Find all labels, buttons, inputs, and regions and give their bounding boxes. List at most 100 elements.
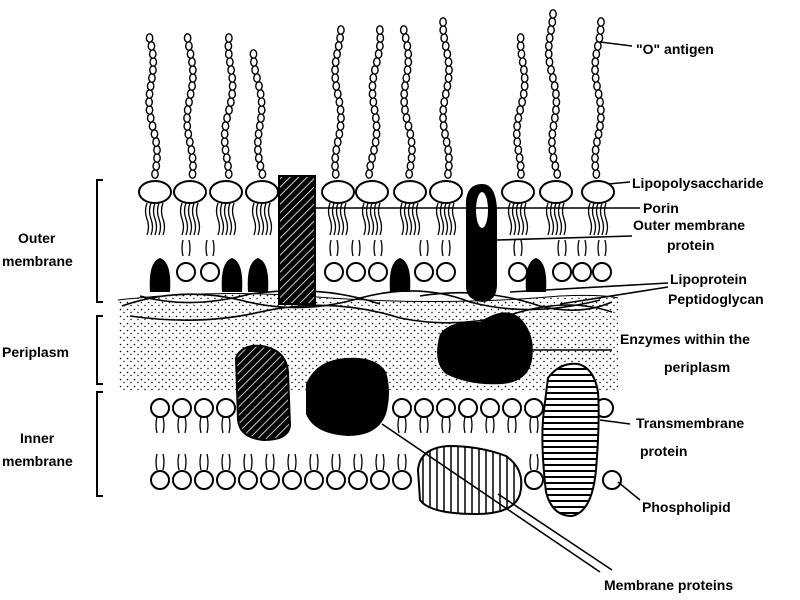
o-antigen-link: [517, 169, 525, 179]
lipopolysaccharide-head: [138, 180, 172, 204]
lipid-tail: [155, 416, 165, 434]
region-outer-membrane-2: membrane: [2, 253, 73, 269]
lipopolysaccharide-head: [321, 180, 355, 204]
inner-membrane-bracket: [96, 391, 103, 497]
lipid-tail: [227, 202, 233, 236]
o-antigen-link: [520, 81, 529, 91]
lipid-tail: [251, 202, 257, 236]
o-antigen-link: [148, 73, 156, 83]
o-antigen-link: [331, 65, 339, 75]
o-antigen-link: [333, 137, 342, 147]
lipid-tail: [215, 202, 221, 236]
o-antigen-link: [146, 113, 155, 123]
o-antigen-link: [189, 161, 197, 171]
o-antigen-link: [145, 33, 154, 43]
o-antigen-link: [335, 97, 344, 107]
o-antigen-link: [251, 65, 260, 75]
o-antigen-link: [366, 161, 375, 171]
o-antigen-link: [441, 89, 450, 99]
o-antigen-link: [552, 97, 561, 107]
o-antigen-link: [370, 145, 378, 155]
leader-lines: [316, 41, 669, 573]
o-antigen-link: [257, 97, 266, 107]
lipid-tail: [183, 202, 189, 236]
o-antigen-link: [545, 57, 554, 67]
phospholipid-head: [508, 262, 528, 282]
o-antigen-link: [228, 73, 237, 83]
o-antigen-link: [183, 113, 191, 123]
lipid-tail: [373, 239, 383, 257]
o-antigen-link: [256, 161, 265, 171]
o-antigen-link: [371, 113, 380, 123]
o-antigen-link: [221, 121, 230, 131]
o-antigen-link: [225, 105, 233, 115]
phospholipid-head: [200, 262, 220, 282]
o-antigen-link: [445, 153, 453, 163]
lipid-tail: [259, 202, 265, 236]
o-antigen-link: [225, 57, 234, 67]
o-antigen-link: [594, 89, 603, 99]
phospholipid-head: [368, 262, 388, 282]
lipid-tail: [557, 239, 567, 257]
label-outer-membrane-protein-2: protein: [667, 237, 714, 253]
phospholipid-head: [414, 262, 434, 282]
phospholipid-head: [480, 398, 500, 418]
lipid-tail: [243, 453, 253, 471]
phospholipid-head: [194, 470, 214, 490]
o-antigen-link: [406, 161, 415, 171]
o-antigen-link: [591, 65, 599, 75]
phospholipid-head: [176, 262, 196, 282]
o-antigen-link: [595, 33, 604, 43]
o-antigen-link: [444, 161, 453, 171]
lipid-tail: [597, 239, 607, 257]
o-antigen-link: [592, 169, 601, 179]
lipid-tail: [351, 239, 361, 257]
label-enzymes-1: Enzymes within the: [620, 331, 750, 347]
periplasm-enzyme-right: [437, 312, 533, 385]
o-antigen-link: [188, 81, 196, 91]
o-antigen-link: [331, 169, 340, 179]
o-antigen-link: [188, 65, 197, 75]
o-antigen-link: [444, 145, 452, 155]
outer-membrane-protein: [466, 184, 497, 302]
o-antigen-link: [145, 105, 154, 115]
o-antigen-link: [550, 113, 559, 123]
o-antigen-link: [402, 73, 411, 83]
o-antigen-link: [443, 81, 452, 91]
o-antigen-link: [439, 17, 447, 27]
lipid-tail: [205, 239, 215, 257]
lipid-tail: [577, 239, 587, 257]
o-antigen-link: [406, 129, 415, 139]
o-antigen-link: [153, 145, 161, 155]
inner-membrane-bilayer: [150, 398, 622, 490]
lipoprotein: [149, 258, 171, 292]
o-antigen-link: [187, 145, 196, 155]
region-periplasm: Periplasm: [2, 344, 69, 360]
o-antigen-link: [516, 33, 525, 43]
o-antigen-chains: [145, 9, 605, 179]
o-antigen-link: [365, 169, 374, 179]
o-antigen-link: [520, 73, 529, 83]
o-antigen-link: [183, 121, 192, 131]
lipid-tail: [353, 453, 363, 471]
o-antigen-link: [548, 145, 557, 155]
lipopolysaccharide-head: [581, 180, 615, 204]
label-outer-membrane-protein-1: Outer membrane: [633, 217, 745, 233]
o-antigen-link: [331, 57, 340, 67]
o-antigen-link: [147, 41, 156, 51]
o-antigen-link: [516, 161, 525, 171]
o-antigen-link: [256, 89, 265, 99]
o-antigen-link: [550, 81, 559, 91]
lipid-tail: [177, 416, 187, 434]
leader-peptidoglycan: [559, 286, 669, 305]
phospholipid-head: [524, 470, 544, 490]
o-antigen-link: [400, 97, 409, 107]
o-antigen-link: [148, 121, 157, 131]
o-antigen-link: [547, 65, 555, 75]
o-antigen-link: [441, 129, 449, 139]
label-transmembrane-2: protein: [640, 443, 687, 459]
o-antigen-link: [439, 121, 448, 131]
o-antigen-link: [404, 57, 413, 67]
o-antigen-link: [258, 169, 267, 179]
lipid-tail: [255, 202, 261, 236]
